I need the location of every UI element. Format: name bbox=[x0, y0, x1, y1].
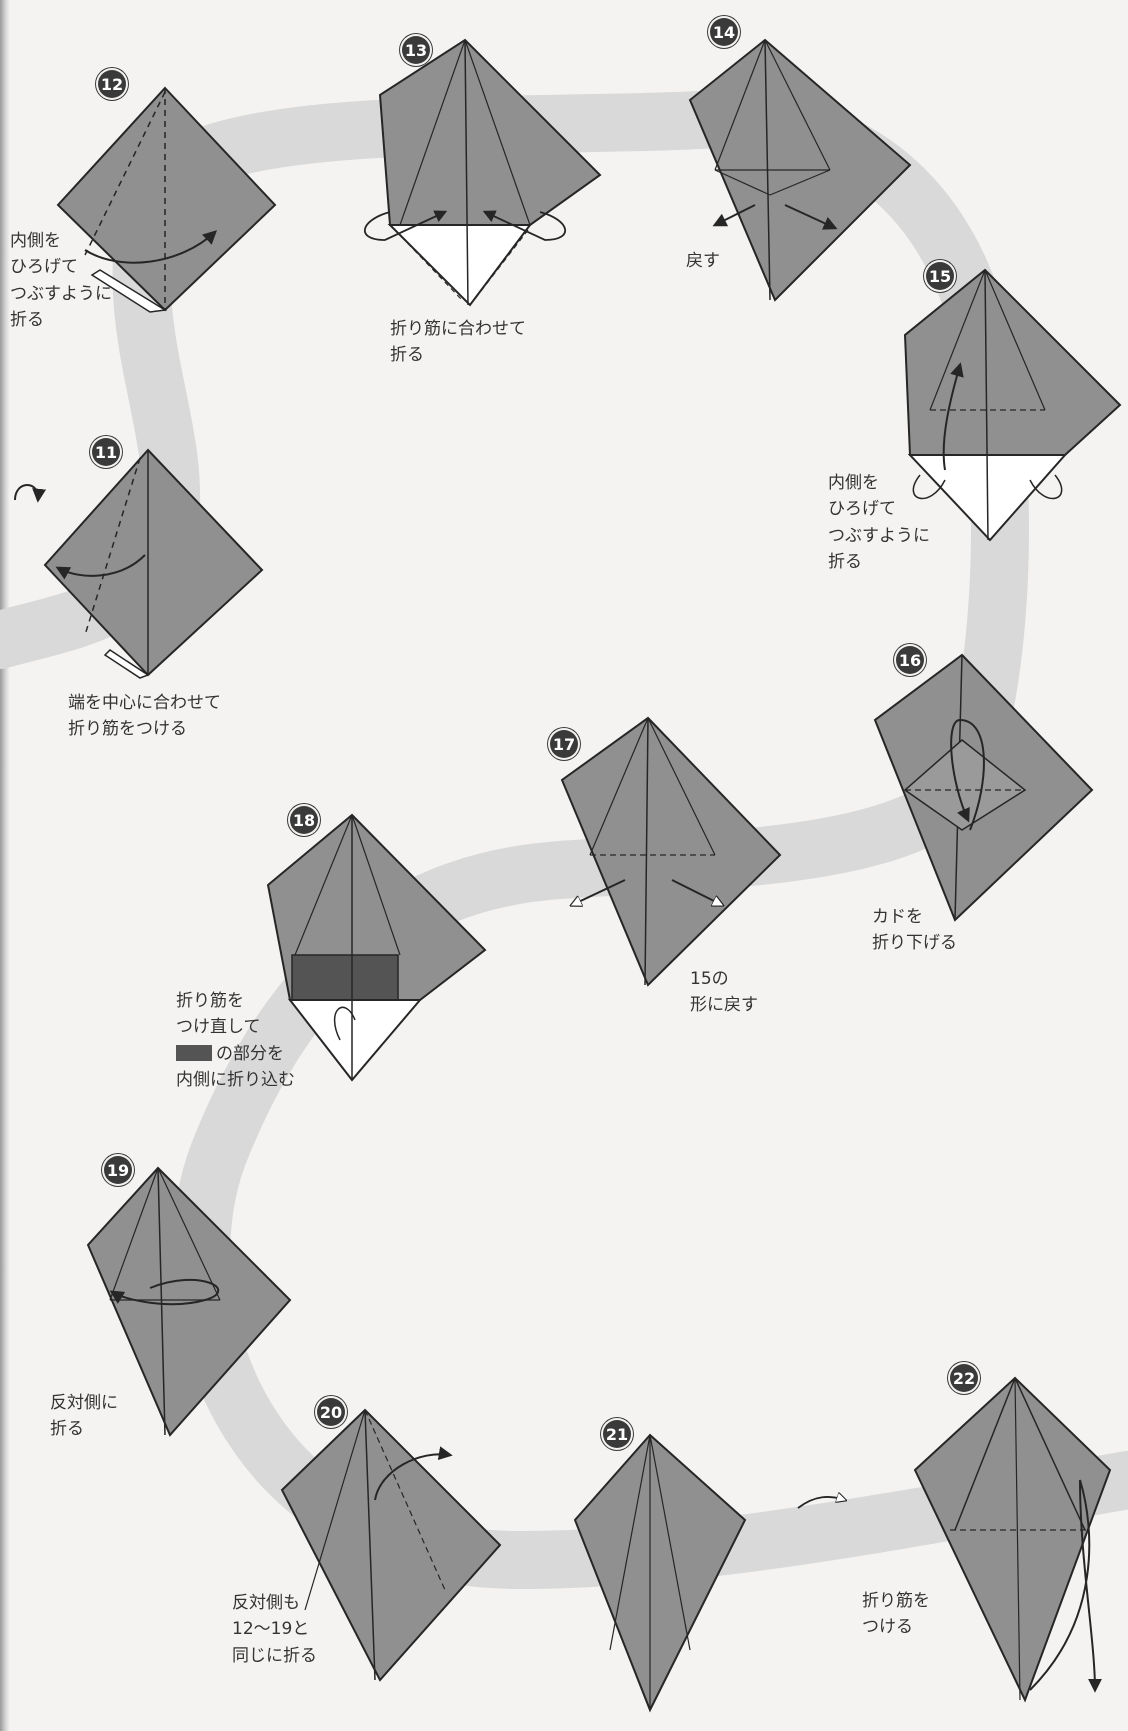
step-15-note: 内側を ひろげて つぶすように 折る bbox=[828, 473, 930, 573]
step-number-17: 17 bbox=[550, 730, 578, 758]
step-12-diagram bbox=[56, 86, 277, 313]
step-11-diagram bbox=[14, 448, 264, 679]
step-number-22: 22 bbox=[950, 1364, 978, 1392]
step-number-13: 13 bbox=[402, 36, 430, 64]
step-number-12: 12 bbox=[98, 70, 126, 98]
step-16-diagram bbox=[873, 653, 1094, 922]
step-22-note: 折り筋を つける bbox=[862, 1591, 930, 1638]
step-13-note: 折り筋に合わせて 折る bbox=[390, 319, 526, 366]
step-20-diagram bbox=[280, 1408, 502, 1682]
step-21-diagram bbox=[573, 1433, 845, 1713]
step-19-note: 反対側に 折る bbox=[50, 1393, 118, 1440]
step-number-21: 21 bbox=[603, 1420, 631, 1448]
step-12-note: 内側を ひろげて つぶすように 折る bbox=[10, 231, 112, 331]
book-spine-shadow bbox=[0, 0, 10, 1731]
step-17-note: 15の 形に戻す bbox=[690, 969, 758, 1016]
step-number-18: 18 bbox=[290, 806, 318, 834]
step-number-14: 14 bbox=[710, 18, 738, 46]
step-number-11: 11 bbox=[92, 438, 120, 466]
step-18-note: 折り筋を つけ直して の部分を 内側に折り込む bbox=[176, 991, 295, 1091]
step-11-note: 端を中心に合わせて 折り筋をつける bbox=[68, 693, 221, 740]
step-15-diagram bbox=[903, 268, 1122, 542]
step-14-note: 戻す bbox=[686, 251, 720, 271]
step-number-19: 19 bbox=[104, 1156, 132, 1184]
dark-area-swatch bbox=[176, 1044, 212, 1061]
step-22-diagram bbox=[913, 1376, 1112, 1703]
step-16-note: カドを 折り下げる bbox=[872, 907, 957, 954]
step-number-20: 20 bbox=[317, 1398, 345, 1426]
step-19-diagram bbox=[86, 1166, 292, 1437]
step-20-note: 反対側も 12〜19と 同じに折る bbox=[232, 1593, 317, 1666]
step-17-diagram bbox=[560, 716, 782, 987]
step-number-15: 15 bbox=[926, 262, 954, 290]
step-number-16: 16 bbox=[896, 646, 924, 674]
step-18-diagram bbox=[266, 813, 487, 1082]
step-13-diagram bbox=[364, 38, 602, 307]
step-14-diagram bbox=[688, 38, 912, 302]
